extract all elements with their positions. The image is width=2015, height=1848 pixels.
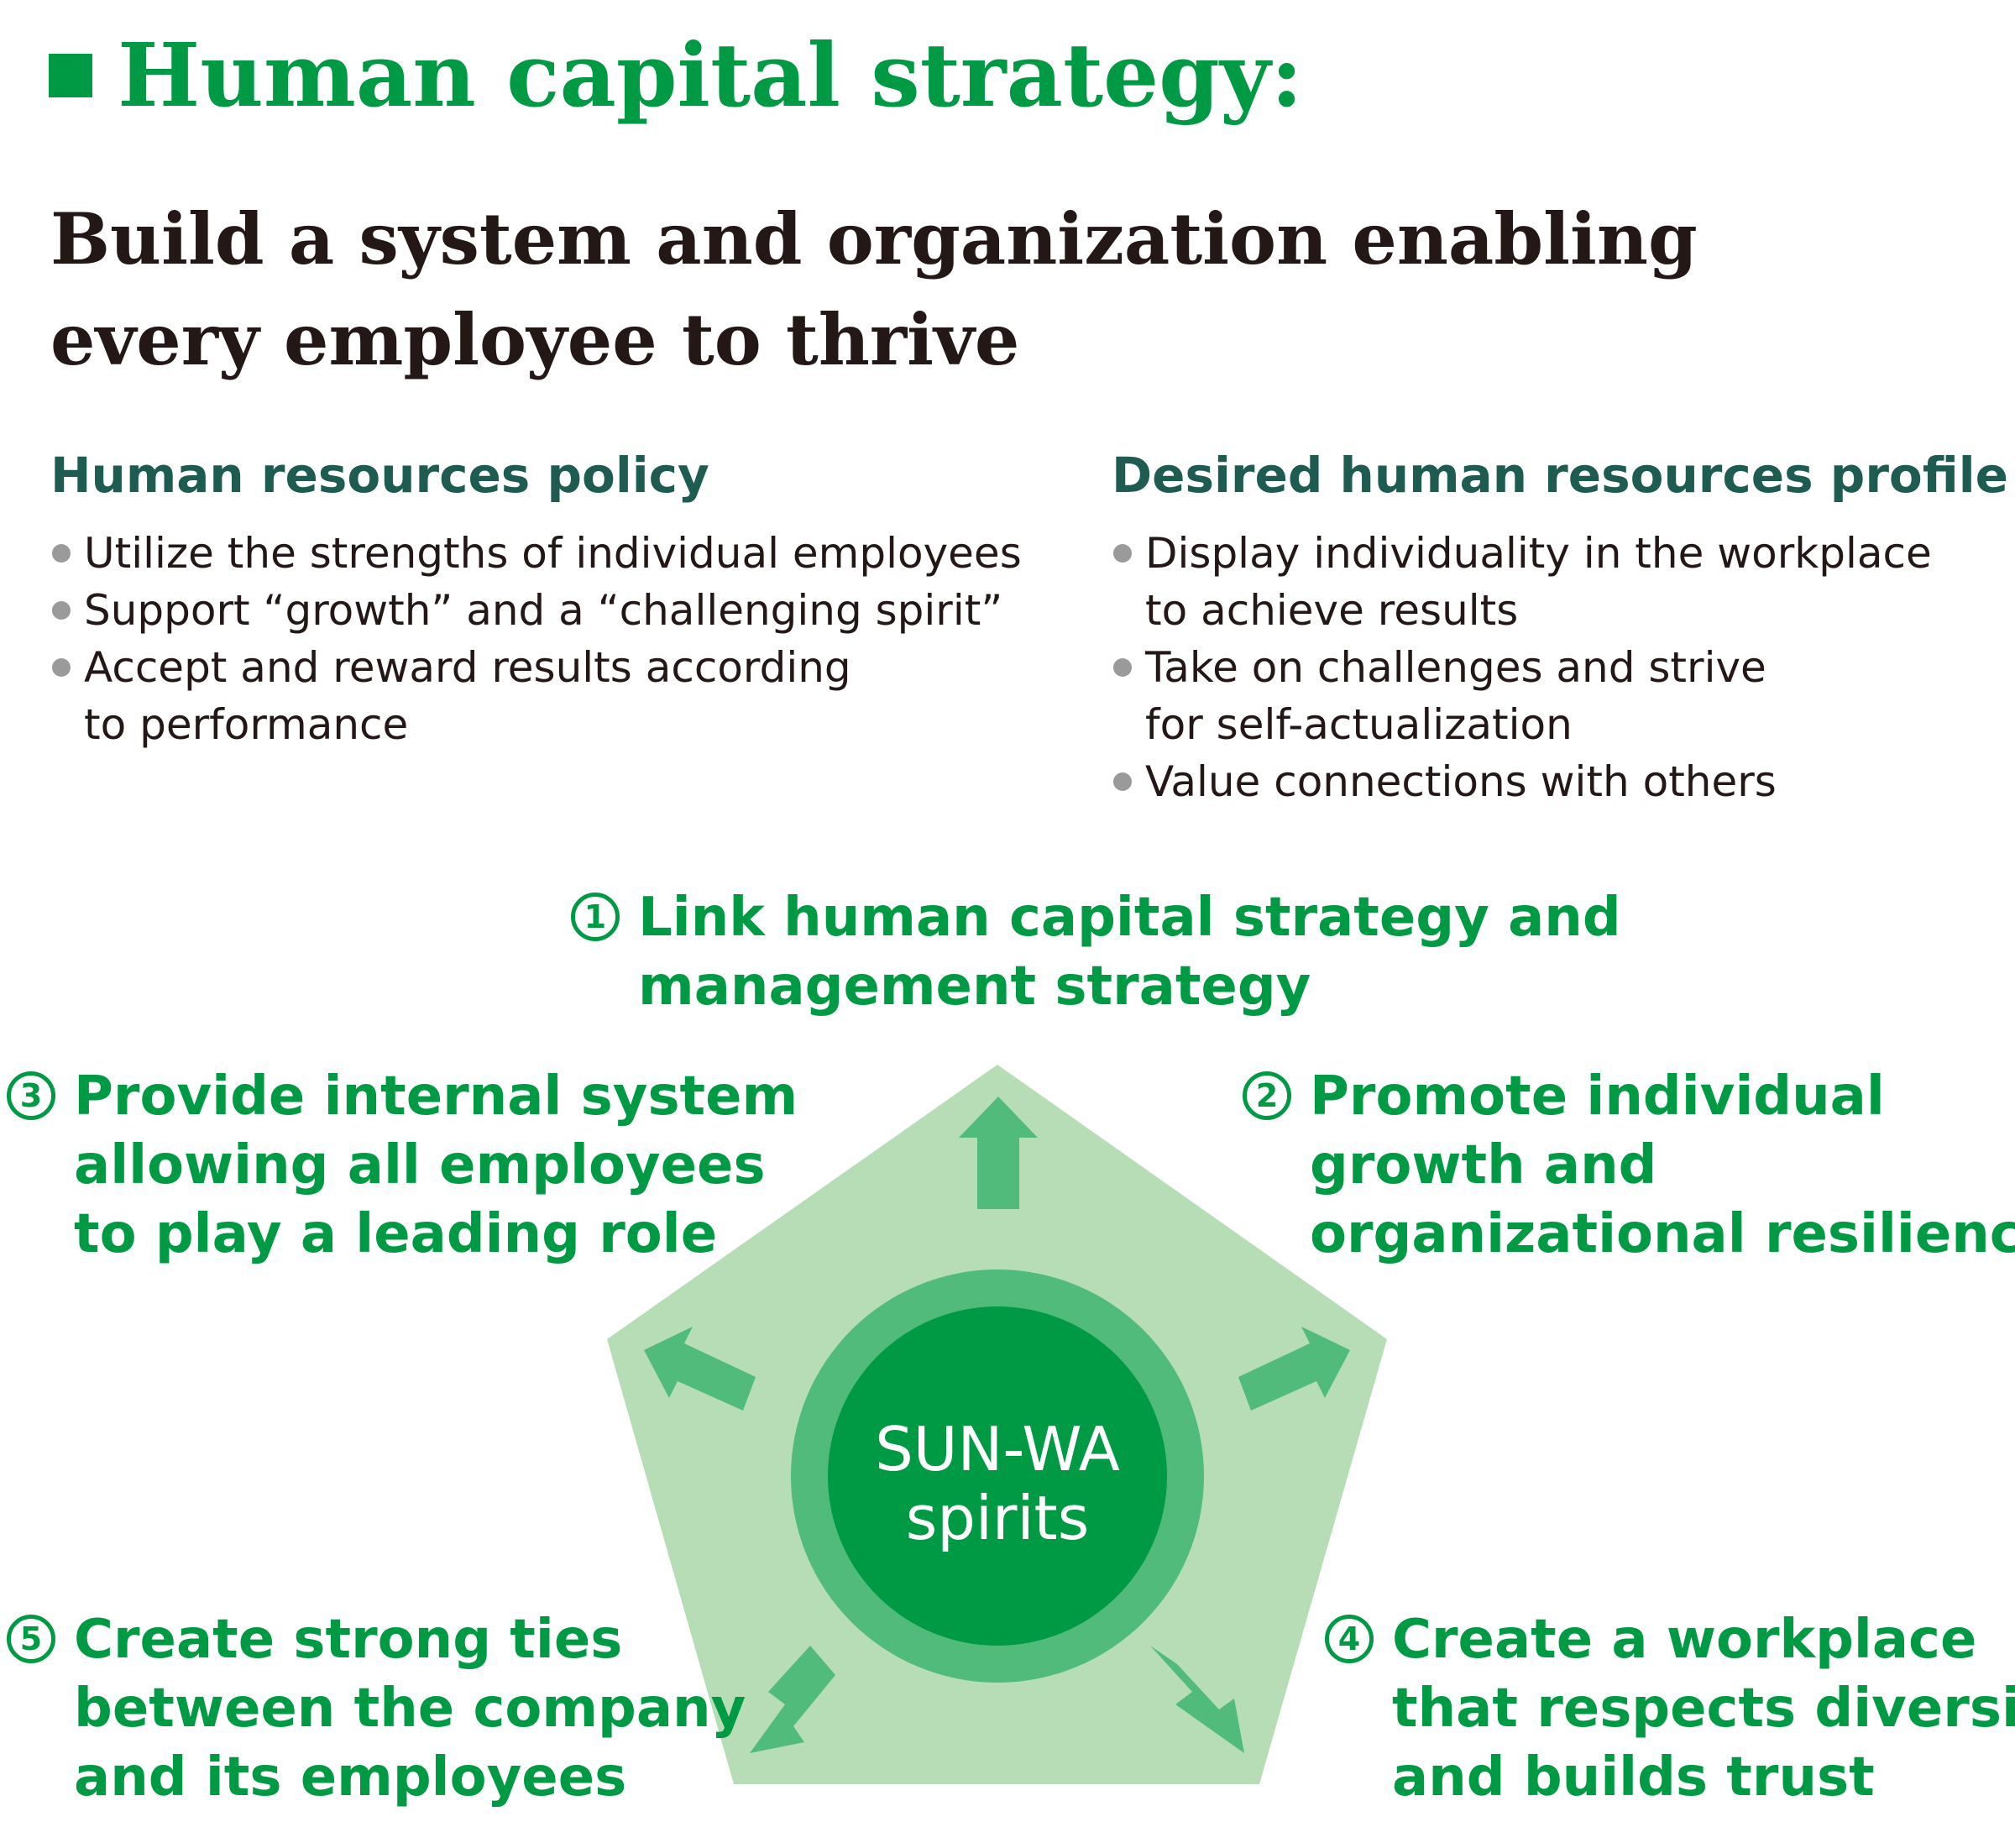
title-square-icon [49, 54, 92, 97]
list-item-text: for self-actualization [1145, 699, 1573, 749]
number-badge-icon: 5 [7, 1615, 55, 1663]
number-badge-icon: 3 [7, 1071, 55, 1120]
number-badge-icon: 4 [1325, 1615, 1374, 1663]
list-item-text: to performance [84, 699, 409, 749]
arrow-up-icon [959, 1097, 1038, 1209]
bullet-icon [52, 600, 71, 620]
center-core [828, 1306, 1167, 1646]
bullet-icon [1113, 543, 1132, 563]
bullet-icon [52, 543, 71, 563]
policy-heading: Human resources policy [50, 447, 709, 504]
point-2: 2 Promote individual growth and organiza… [1243, 1062, 2015, 1269]
policy-list: Utilize the strengths of individual empl… [50, 525, 1022, 753]
subtitle-line: every employee to thrive [50, 298, 1020, 381]
bullet-icon [1113, 772, 1132, 791]
point-5: 5 Create strong ties between the company… [7, 1605, 746, 1812]
page-title: Human capital strategy: [118, 24, 1303, 127]
list-item-text: to achieve results [1145, 585, 1519, 635]
point-text-line: and its employees [74, 1746, 627, 1809]
page-title-row: Human capital strategy: [49, 32, 1303, 119]
point-text-line: to play a leading role [74, 1203, 718, 1265]
arrow-upper-right-icon [1238, 1327, 1350, 1411]
list-item: Utilize the strengths of individual empl… [50, 525, 1022, 582]
list-item: Accept and reward results according to p… [50, 639, 1022, 753]
list-item-text: Display individuality in the workplace [1145, 528, 1932, 578]
center-label: SUN-WA spirits [830, 1415, 1165, 1552]
point-text-line: Create a workplace [1392, 1609, 1977, 1671]
list-item: Display individuality in the workplace t… [1112, 525, 2008, 639]
profile-list: Display individuality in the workplace t… [1112, 525, 2008, 810]
list-item: Support “growth” and a “challenging spir… [50, 582, 1022, 639]
point-text-line: and builds trust [1392, 1746, 1875, 1809]
center-label-line: SUN-WA [875, 1414, 1120, 1484]
number-badge-icon: 1 [571, 893, 620, 941]
point-4: 4 Create a workplace that respects diver… [1325, 1605, 2015, 1812]
point-text-line: management strategy [638, 955, 1311, 1018]
page-subtitle: Build a system and organization enabling… [50, 189, 1698, 390]
list-item: Take on challenges and strive for self-a… [1112, 639, 2008, 753]
list-item: Value connections with others [1112, 753, 2008, 810]
point-text-line: growth and [1310, 1134, 1657, 1196]
point-text-line: Promote individual [1310, 1065, 1885, 1128]
point-text-line: organizational resilience [1310, 1203, 2015, 1265]
subtitle-line: Build a system and organization enabling [50, 197, 1698, 280]
point-text-line: that respects diversity [1392, 1678, 2015, 1740]
bullet-icon [1113, 657, 1132, 677]
list-item-text: Take on challenges and strive [1145, 642, 1766, 692]
list-item-text: Support “growth” and a “challenging spir… [84, 585, 1003, 635]
bullet-icon [52, 657, 71, 677]
center-label-line: spirits [905, 1483, 1090, 1553]
point-1: 1 Link human capital strategy and manage… [571, 883, 1621, 1021]
number-badge-icon: 2 [1243, 1071, 1291, 1120]
point-text-line: Provide internal system [74, 1065, 798, 1128]
list-item-text: Accept and reward results according [84, 642, 851, 692]
policy-section: Human resources policy Utilize the stren… [50, 445, 1022, 753]
profile-heading: Desired human resources profile [1112, 447, 2008, 504]
arrow-upper-left-icon [644, 1327, 756, 1411]
point-text-line: between the company [74, 1678, 746, 1740]
point-text-line: Create strong ties [74, 1609, 623, 1671]
point-text-line: Link human capital strategy and [638, 887, 1621, 949]
list-item-text: Utilize the strengths of individual empl… [84, 528, 1022, 578]
point-text-line: allowing all employees [74, 1134, 766, 1196]
point-3: 3 Provide internal system allowing all e… [7, 1062, 798, 1269]
arrow-lower-right-icon [1150, 1646, 1244, 1753]
list-item-text: Value connections with others [1145, 756, 1777, 806]
arrow-lower-left-icon [750, 1646, 835, 1753]
profile-section: Desired human resources profile Display … [1112, 445, 2008, 810]
